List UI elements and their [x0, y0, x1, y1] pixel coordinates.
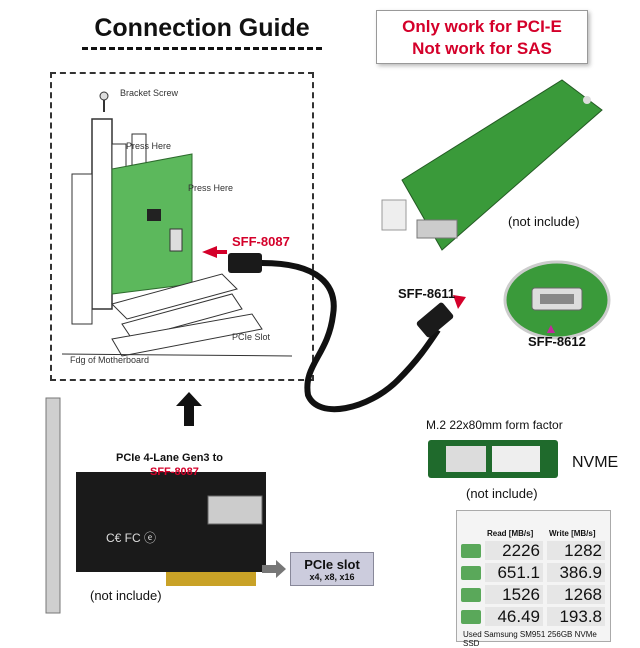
pcie-slot-label: PCIe Slot: [232, 332, 271, 342]
read-value: 1526: [485, 585, 543, 604]
write-value: 193.8: [547, 607, 605, 626]
installation-diagram: [50, 72, 314, 381]
write-value: 386.9: [547, 563, 605, 582]
up-arrow-icon: [176, 392, 202, 426]
not-include-label-top: (not include): [508, 214, 580, 229]
compatibility-warning: Only work for PCI-E Not work for SAS: [376, 10, 588, 64]
adapter-title-line-2: SFF-8087: [150, 466, 199, 478]
benchmark-row: 651.1 386.9: [461, 563, 607, 582]
adapter-title-line-1: PCIe 4-Lane Gen3 to: [116, 452, 223, 464]
pcie-adapter-card: C€ FC ⓔ: [45, 397, 266, 614]
write-value: 1268: [547, 585, 605, 604]
not-include-label-bottom: (not include): [90, 588, 162, 603]
press-here-label-1: Press Here: [126, 141, 172, 151]
benchmark-footer: Used Samsung SM951 256GB NVMe SSD: [463, 630, 597, 648]
bracket-screw-label: Bracket Screw: [120, 88, 179, 98]
pcie-slot-tag-title: PCIe slot: [304, 557, 360, 572]
warning-line-1: Only work for PCI-E: [402, 17, 562, 36]
read-value: 2226: [485, 541, 543, 560]
motherboard-label: Fdg of Motherboard: [70, 355, 150, 365]
read-value: 46.49: [485, 607, 543, 626]
not-include-label-nvme: (not include): [466, 486, 538, 501]
write-value: 1282: [547, 541, 605, 560]
benchmark-row: 1526 1268: [461, 585, 607, 604]
read-column-header: Read [MB/s]: [487, 529, 534, 538]
up-arrow-pink-icon: ▲: [544, 320, 558, 336]
sff-cable: [228, 253, 466, 413]
sff-8611-label: SFF-8611: [398, 286, 456, 301]
press-here-label-2: Press Here: [188, 183, 234, 193]
pcie-slot-tag: PCIe slot x4, x8, x16: [290, 552, 374, 586]
benchmark-panel: Read [MB/s] Write [MB/s] 2226 1282 651.1…: [456, 510, 611, 648]
sff-8612-label: SFF-8612: [528, 334, 586, 349]
nvme-ssd: [428, 440, 558, 478]
installation-illustration: [61, 91, 293, 357]
sff-8612-port-zoom: [503, 260, 611, 340]
warning-line-2: Not work for SAS: [412, 39, 552, 58]
read-value: 651.1: [485, 563, 543, 582]
m2-form-factor-label: M.2 22x80mm form factor: [426, 418, 563, 432]
svg-text:C€ FC ⓔ: C€ FC ⓔ: [106, 531, 156, 545]
nvme-label: NVME: [572, 454, 619, 471]
sff-8087-label: SFF-8087: [232, 234, 290, 249]
write-column-header: Write [MB/s]: [549, 529, 596, 538]
pcie-slot-tag-sizes: x4, x8, x16: [309, 572, 355, 582]
right-arrow-icon: [262, 560, 286, 578]
benchmark-row: 2226 1282: [461, 541, 607, 560]
benchmark-row: 46.49 193.8: [461, 607, 607, 626]
page-title: Connection Guide: [82, 14, 322, 50]
m2-adapter-board: [381, 79, 603, 251]
